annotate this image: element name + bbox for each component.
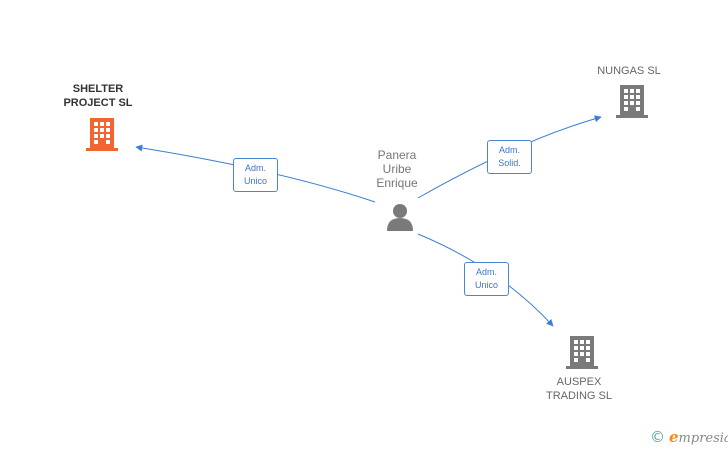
edge-label-line: Adm. [244,163,266,173]
company-name-line: PROJECT SL [63,97,133,109]
edge-label-line: Unico [474,280,498,290]
person-name-line: Enrique [376,176,418,190]
edge-label-shelter: Adm. Unico [233,158,278,192]
brand-logo-initial: e [669,428,679,446]
company-name-line: TRADING SL [545,390,612,402]
person-icon[interactable] [387,204,413,231]
copyright-icon: © [650,428,665,446]
edge-label-line: Adm. [475,267,497,277]
building-icon[interactable] [86,118,118,151]
building-icon[interactable] [566,336,598,369]
brand-watermark: ©empresia [650,428,728,446]
edge-label-auspex: Adm. Unico [464,262,509,296]
edge-label-nungas: Adm. Solid. [487,140,532,174]
edge-label-line: Solid. [498,158,521,168]
brand-logo-text: mpresia [678,431,728,446]
company-name-line: AUSPEX [556,376,602,388]
company-label-auspex[interactable]: AUSPEX TRADING SL [534,375,624,403]
company-label-shelter[interactable]: SHELTER PROJECT SL [48,82,148,110]
company-name-line: NUNGAS SL [597,65,661,77]
person-name-line: Panera [377,148,417,162]
company-name-line: SHELTER [72,83,124,95]
edge-label-line: Unico [243,176,267,186]
person-name-line: Uribe [382,162,412,176]
edge-label-line: Adm. [498,145,520,155]
building-icon[interactable] [616,85,648,118]
company-label-nungas[interactable]: NUNGAS SL [584,64,674,78]
person-label[interactable]: Panera Uribe Enrique [357,148,437,190]
